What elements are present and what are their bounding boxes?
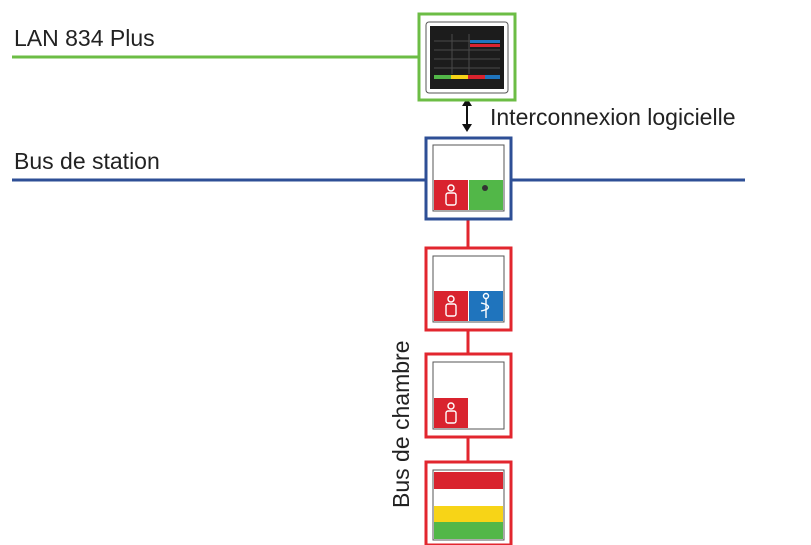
station-unit — [424, 136, 513, 221]
monitor-screen-icon — [430, 26, 504, 89]
interconnect-arrow — [462, 98, 472, 132]
interconnect-label: Interconnexion logicielle — [490, 104, 736, 130]
room-bus-label: Bus de chambre — [388, 341, 414, 508]
patient-call-icon — [445, 295, 457, 317]
presence-button-icon — [482, 185, 488, 191]
lan-terminal — [417, 12, 517, 102]
room-unit-patient — [424, 352, 513, 439]
patient-call-icon — [445, 184, 457, 206]
lan-label: LAN 834 Plus — [14, 25, 155, 51]
patient-call-icon — [445, 402, 457, 424]
room-unit-corridor-light — [424, 460, 513, 545]
station-bus-label: Bus de station — [14, 148, 160, 174]
room-unit-patient-doctor — [424, 246, 513, 332]
caduceus-icon — [480, 292, 490, 318]
